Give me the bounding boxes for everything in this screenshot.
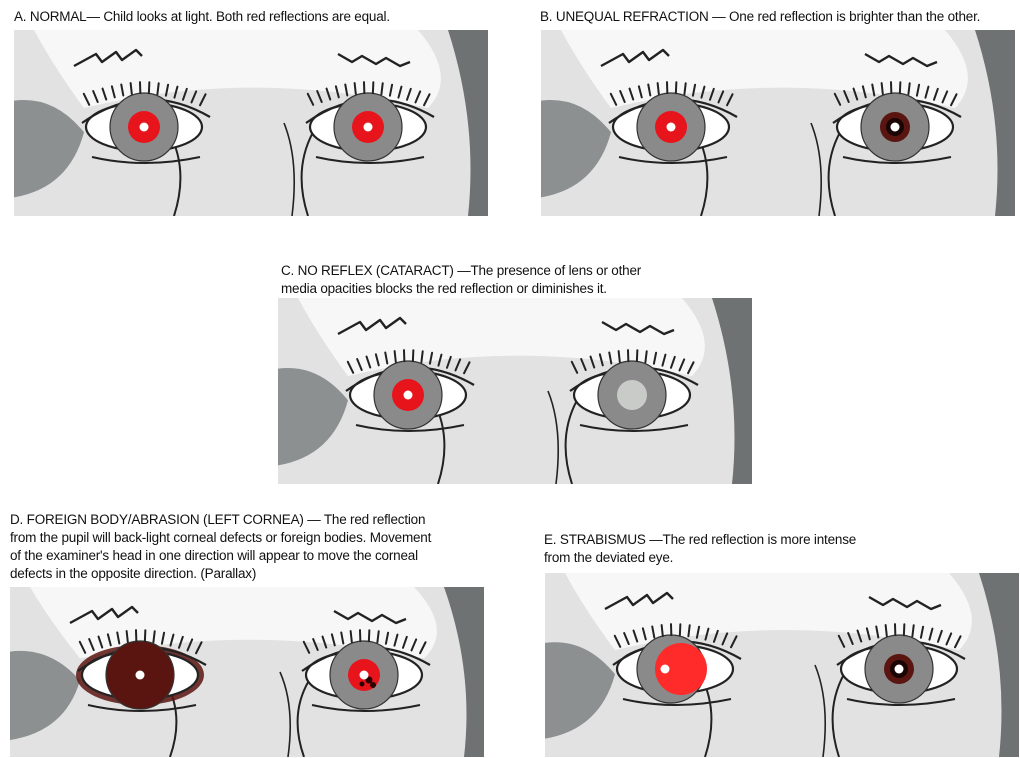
- caption-a: A. NORMAL— Child looks at light. Both re…: [14, 8, 390, 26]
- caption-line: D. FOREIGN BODY/ABRASION (LEFT CORNEA) —…: [10, 511, 431, 529]
- eyelash: [157, 83, 158, 94]
- eyelash: [688, 625, 689, 636]
- corneal-light-reflex: [667, 123, 676, 132]
- caption-line: A. NORMAL— Child looks at light. Both re…: [14, 8, 390, 26]
- panel-normal: [14, 30, 488, 216]
- corneal-light-reflex: [364, 123, 373, 132]
- face-illustration: [278, 298, 752, 484]
- red-reflex: [617, 380, 647, 410]
- corneal-light-reflex: [661, 665, 670, 674]
- eyelash: [355, 83, 356, 94]
- corneal-defect: [370, 682, 376, 688]
- eyelash: [619, 351, 620, 362]
- corneal-light-reflex: [404, 391, 413, 400]
- eyelash: [377, 631, 378, 642]
- eyelash: [131, 83, 132, 94]
- caption-line: media opacities blocks the red reflectio…: [281, 280, 641, 298]
- eyelash: [395, 351, 396, 362]
- eyelash: [908, 83, 909, 94]
- eyelash: [684, 83, 685, 94]
- caption-d: D. FOREIGN BODY/ABRASION (LEFT CORNEA) —…: [10, 511, 431, 583]
- caption-line: defects in the opposite direction. (Para…: [10, 565, 431, 583]
- caption-c: C. NO REFLEX (CATARACT) —The presence of…: [281, 262, 641, 298]
- panel-foreign-body: [10, 587, 484, 757]
- caption-line: of the examiner's head in one direction …: [10, 547, 431, 565]
- corneal-light-reflex: [140, 123, 149, 132]
- caption-line: B. UNEQUAL REFRACTION — One red reflecti…: [540, 8, 980, 26]
- caption-line: C. NO REFLEX (CATARACT) —The presence of…: [281, 262, 641, 280]
- face-illustration: [541, 30, 1015, 216]
- caption-line: from the deviated eye.: [544, 549, 856, 567]
- face-illustration: [10, 587, 484, 757]
- eyelash: [381, 83, 382, 94]
- eyelash: [645, 351, 646, 362]
- eyelash: [351, 631, 352, 642]
- corneal-light-reflex: [360, 671, 369, 680]
- face-illustration: [545, 573, 1019, 757]
- caption-b: B. UNEQUAL REFRACTION — One red reflecti…: [540, 8, 980, 26]
- eyelash: [662, 625, 663, 636]
- eyelash: [153, 631, 154, 642]
- eyelash: [421, 351, 422, 362]
- caption-line: from the pupil will back-light corneal d…: [10, 529, 431, 547]
- corneal-light-reflex: [895, 665, 904, 674]
- eyelash: [886, 625, 887, 636]
- eyelash: [882, 83, 883, 94]
- corneal-light-reflex: [136, 671, 145, 680]
- caption-line: E. STRABISMUS —The red reflection is mor…: [544, 531, 856, 549]
- corneal-defect: [360, 682, 365, 687]
- corneal-light-reflex: [891, 123, 900, 132]
- panel-no-reflex-cataract: [278, 298, 752, 484]
- eyelash: [658, 83, 659, 94]
- caption-e: E. STRABISMUS —The red reflection is mor…: [544, 531, 856, 567]
- eyelash: [127, 631, 128, 642]
- eyelash: [912, 625, 913, 636]
- panel-strabismus: [545, 573, 1019, 757]
- panel-unequal-refraction: [541, 30, 1015, 216]
- face-illustration: [14, 30, 488, 216]
